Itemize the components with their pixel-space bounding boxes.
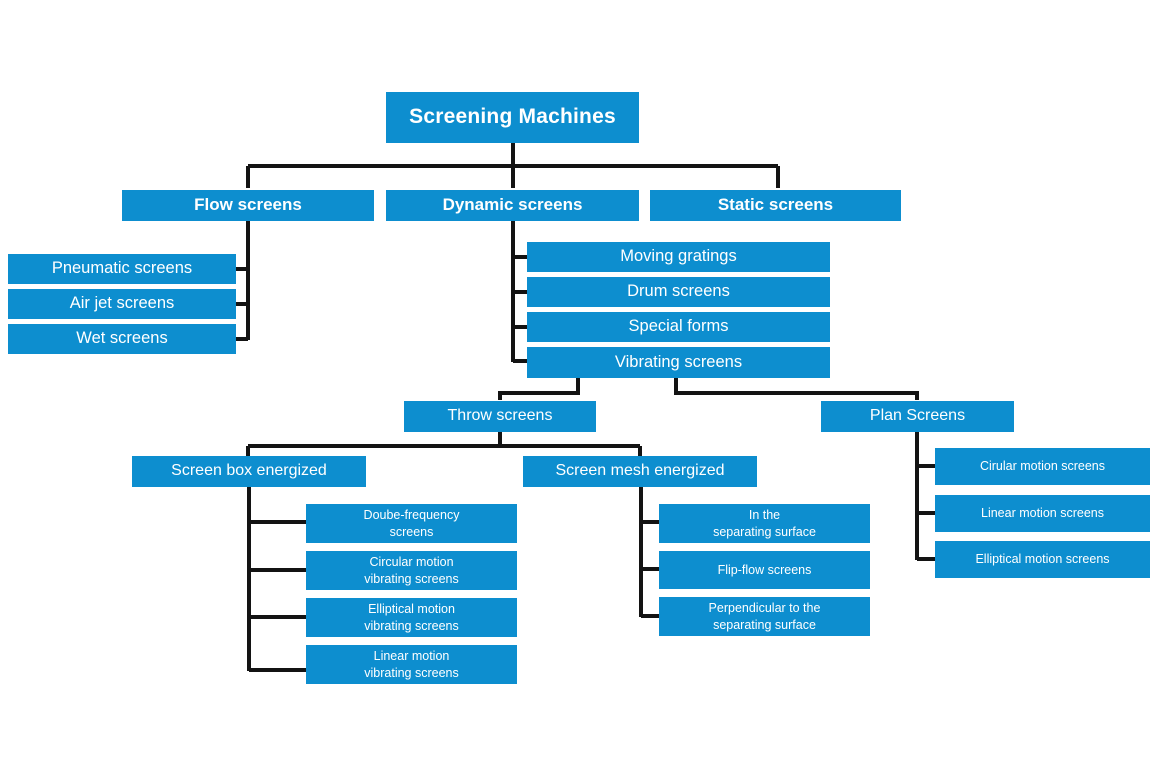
node-label: Screening Machines [409,105,616,129]
node-label: Special forms [628,317,729,336]
node-label: Drum screens [627,282,730,301]
node-label: Static screens [717,195,834,215]
node-linear-motion-screens[interactable]: Linear motion screens [935,495,1150,532]
node-label: Plan Screens [869,407,966,425]
node-label: Doube-frequency screens [363,508,460,539]
node-moving-gratings[interactable]: Moving gratings [527,242,830,272]
node-label: Perpendicular to the separating surface [708,601,821,632]
node-throw-screens[interactable]: Throw screens [404,401,596,432]
node-label: Linear motion screens [981,506,1104,521]
node-circular-motion-vibrating-screens[interactable]: Circular motion vibrating screens [306,551,517,590]
node-linear-motion-vibrating-screens[interactable]: Linear motion vibrating screens [306,645,517,684]
node-screen-mesh-energized[interactable]: Screen mesh energized [523,456,757,487]
node-label: Screen mesh energized [555,462,725,480]
node-label: Dynamic screens [442,195,583,215]
node-label: In the separating surface [713,508,816,539]
node-flow-screens[interactable]: Flow screens [122,190,374,221]
node-label: Cirular motion screens [979,459,1106,474]
node-vibrating-screens[interactable]: Vibrating screens [527,347,830,378]
node-label: Throw screens [447,407,553,425]
node-perpendicular-to-the-separating-surface[interactable]: Perpendicular to the separating surface [659,597,870,636]
node-screening-machines[interactable]: Screening Machines [386,92,639,143]
node-special-forms[interactable]: Special forms [527,312,830,342]
node-label: Elliptical motion vibrating screens [364,602,459,633]
node-label: Moving gratings [620,247,737,266]
connector-vibrating-to-plan [674,378,919,400]
node-doube-frequency-screens[interactable]: Doube-frequency screens [306,504,517,543]
node-pneumatic-screens[interactable]: Pneumatic screens [8,254,236,284]
node-label: Screen box energized [171,462,327,480]
node-drum-screens[interactable]: Drum screens [527,277,830,307]
node-label: Air jet screens [69,294,175,313]
node-label: Wet screens [76,329,168,348]
node-label: Flow screens [194,195,302,215]
node-static-screens[interactable]: Static screens [650,190,901,221]
node-label: Vibrating screens [614,352,743,371]
node-label: Circular motion vibrating screens [364,555,459,586]
node-in-the-separating-surface[interactable]: In the separating surface [659,504,870,543]
node-flip-flow-screens[interactable]: Flip-flow screens [659,551,870,589]
node-elliptical-motion-vibrating-screens[interactable]: Elliptical motion vibrating screens [306,598,517,637]
node-wet-screens[interactable]: Wet screens [8,324,236,354]
node-dynamic-screens[interactable]: Dynamic screens [386,190,639,221]
node-cirular-motion-screens[interactable]: Cirular motion screens [935,448,1150,485]
node-label: Linear motion vibrating screens [364,649,459,680]
node-screen-box-energized[interactable]: Screen box energized [132,456,366,487]
connector-vibrating-to-throw [498,378,580,400]
node-air-jet-screens[interactable]: Air jet screens [8,289,236,319]
node-label: Pneumatic screens [51,259,193,278]
node-elliptical-motion-screens[interactable]: Elliptical motion screens [935,541,1150,578]
node-plan-screens[interactable]: Plan Screens [821,401,1014,432]
node-label: Elliptical motion screens [975,552,1110,567]
node-label: Flip-flow screens [717,562,812,577]
